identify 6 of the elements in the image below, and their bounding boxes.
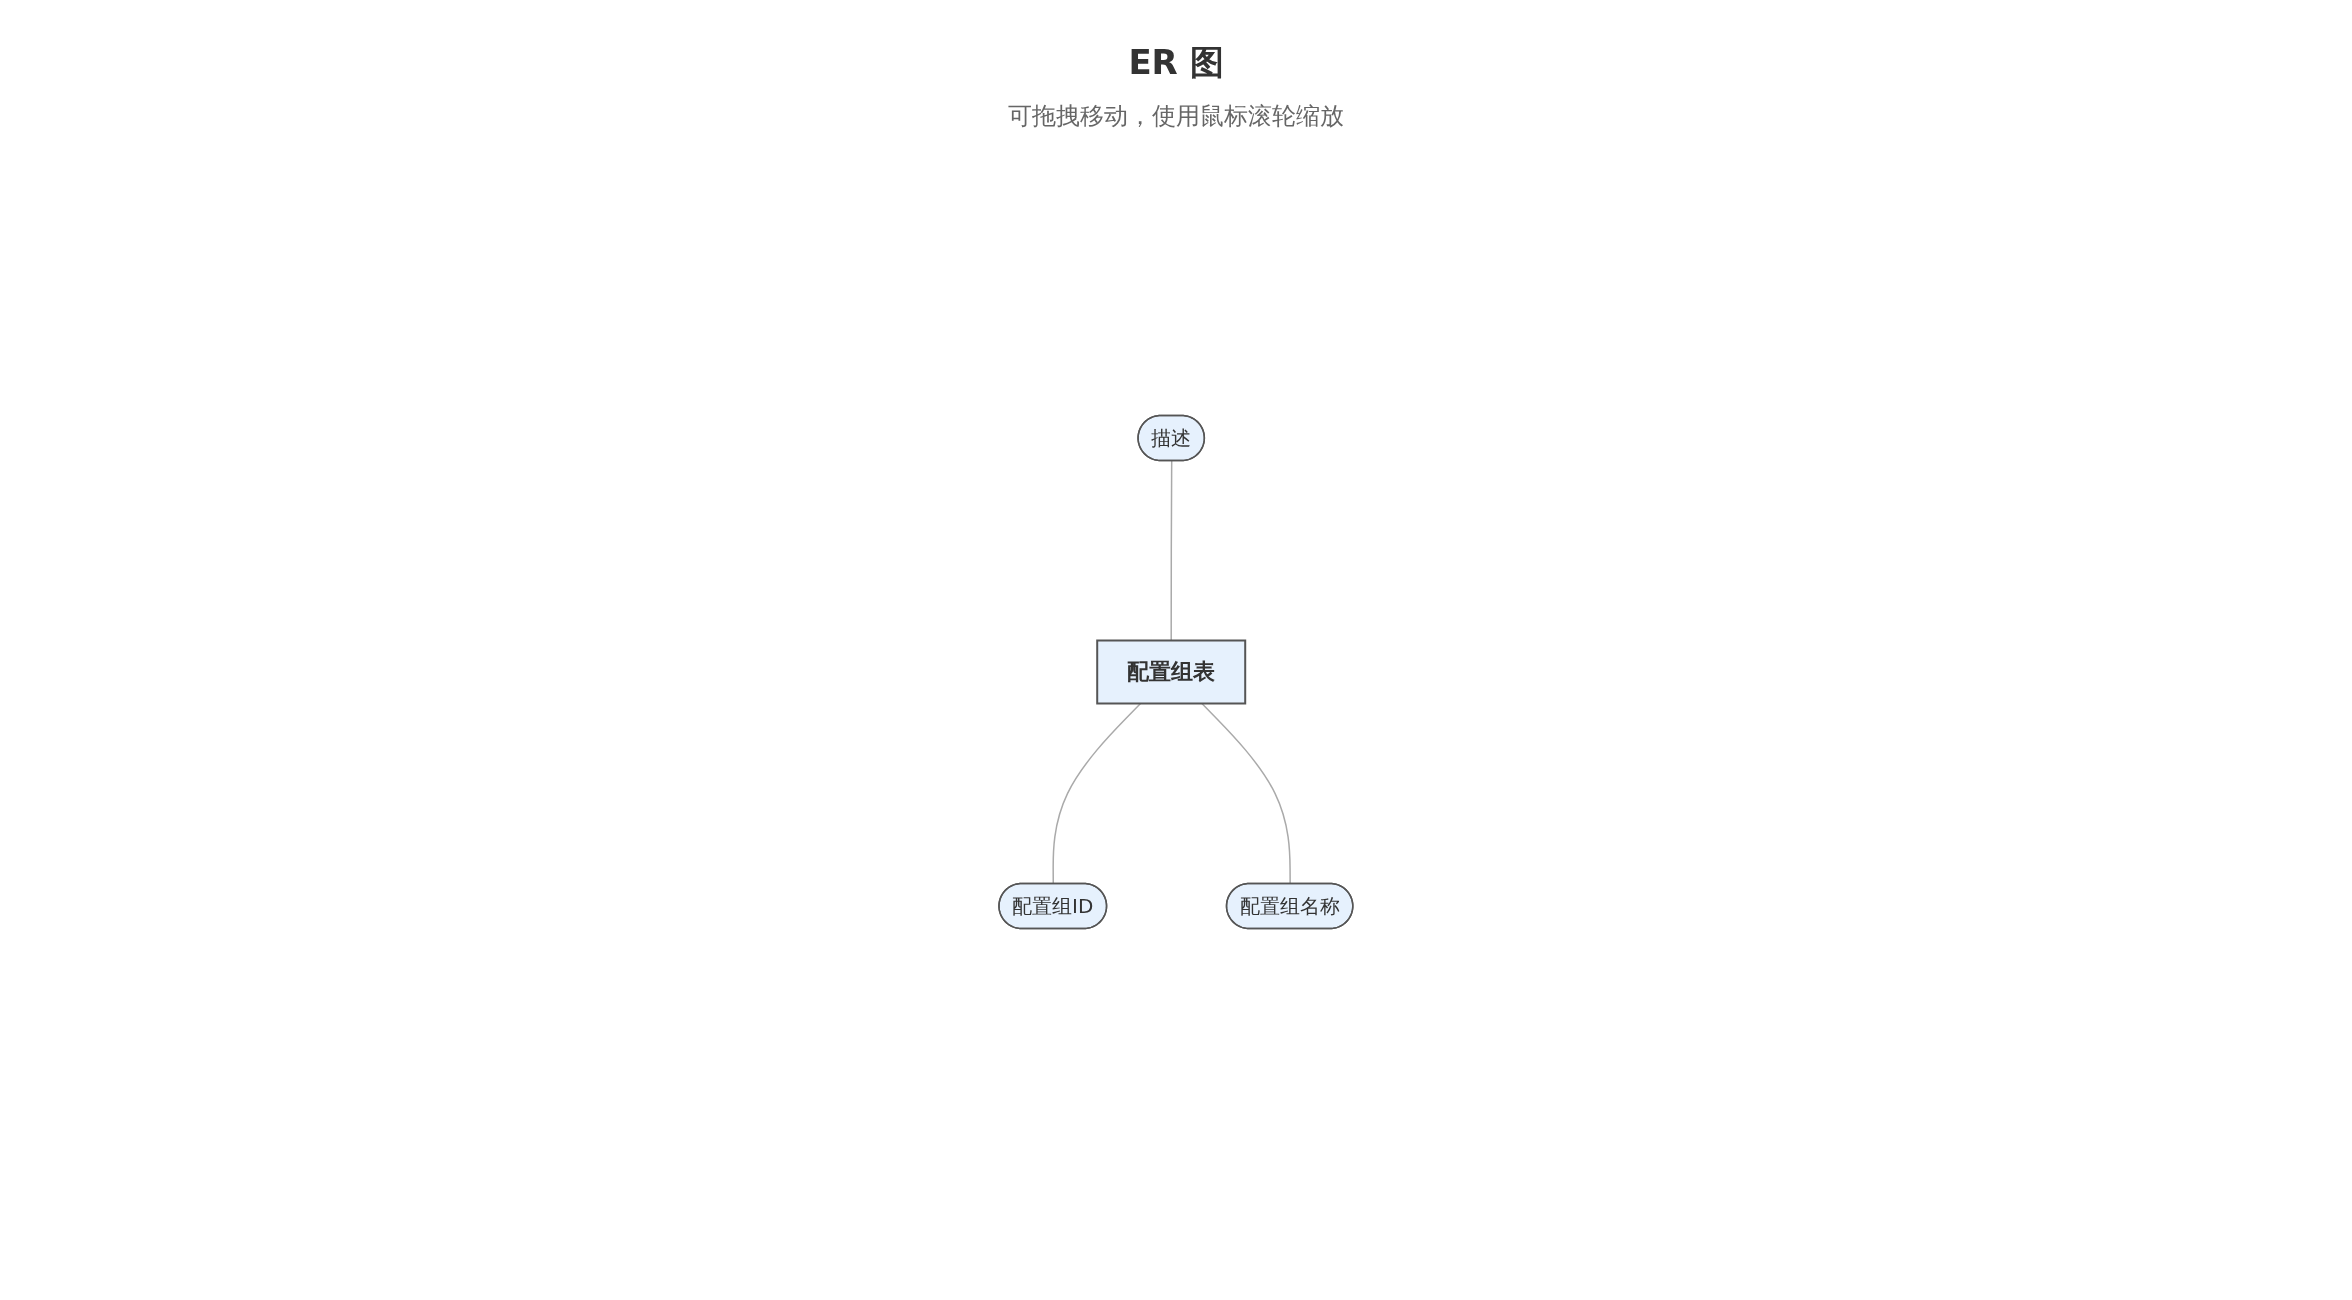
connector <box>1052 702 1142 885</box>
diagram-title: ER 图 <box>1127 41 1225 84</box>
connector <box>1201 702 1291 885</box>
connector <box>1170 460 1173 642</box>
node-box: 配置组表 <box>1096 639 1247 705</box>
diagram-caption: 可拖拽移动，使用鼠标滚轮缩放 <box>1007 101 1345 132</box>
